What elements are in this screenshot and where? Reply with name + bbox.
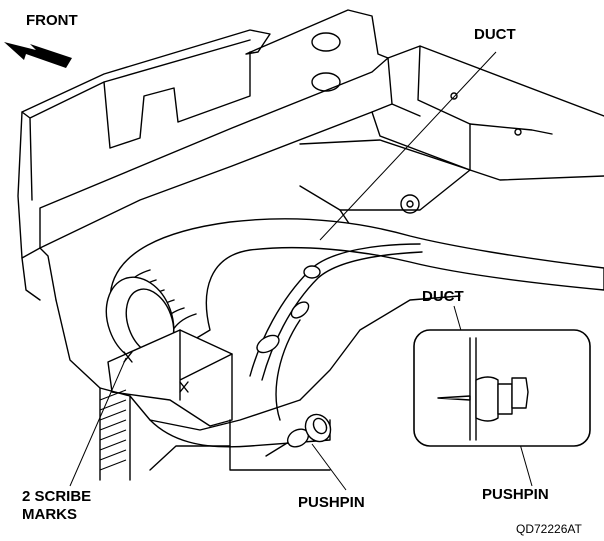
x-mark-icon [179,381,189,393]
scribe-marks-label-line1: 2 SCRIBE [22,488,92,505]
wire-harness [249,243,423,421]
body-frame [17,9,471,301]
pushpin-inset-label: PUSHPIN [482,486,549,503]
front-arrow-icon [4,42,72,68]
lower-body [55,295,461,481]
duct-inset-label: DUCT [422,288,464,305]
scribe-marks-label-line2: MARKS [22,506,77,523]
figure-code: QD72226AT [516,522,582,536]
pushpin-label: PUSHPIN [298,494,365,511]
duct-label: DUCT [474,26,516,43]
inset-detail [413,329,591,447]
front-label: FRONT [26,12,78,29]
pushpin-icon [265,413,332,457]
